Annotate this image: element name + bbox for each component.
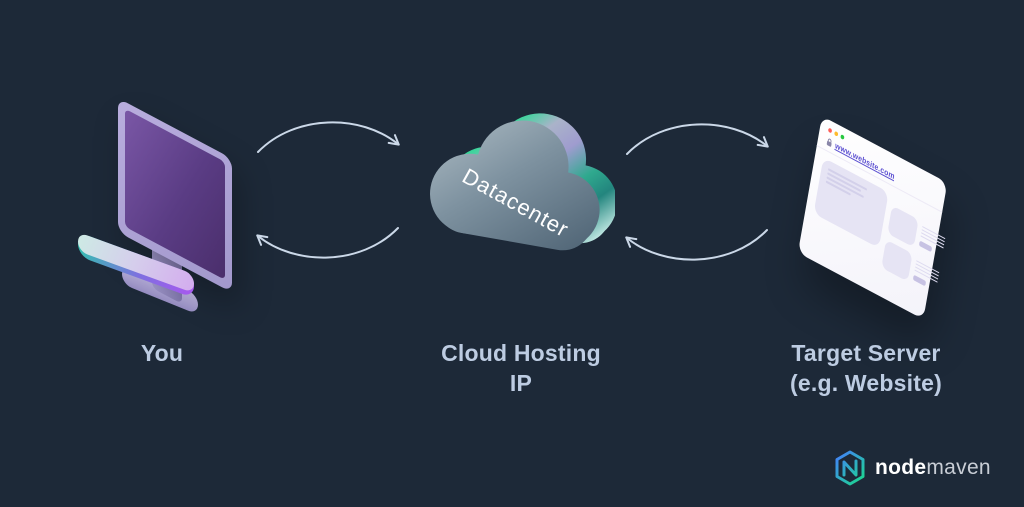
nodemaven-logo-icon xyxy=(835,450,865,486)
cloud-illustration: Datacenter xyxy=(420,106,618,291)
arrow-backward xyxy=(256,227,399,259)
lock-icon xyxy=(826,138,832,147)
address-bar: www.website.com xyxy=(826,136,937,204)
brand-name-bold: node xyxy=(875,456,927,479)
bidirectional-arrows-you-cloud xyxy=(256,121,400,259)
content-rows xyxy=(881,205,946,296)
label-target-server: Target Server (e.g. Website) xyxy=(790,340,942,396)
arrow-forward xyxy=(626,123,769,155)
label-cloud-hosting-ip: Cloud Hosting IP xyxy=(441,340,601,396)
datacenter-cloud: Datacenter xyxy=(430,113,618,251)
traffic-light-green-icon xyxy=(840,134,845,141)
bidirectional-arrows-cloud-target xyxy=(625,123,769,261)
brand-name-light: maven xyxy=(926,456,991,479)
arrow-forward xyxy=(257,121,400,153)
button-placeholder xyxy=(912,275,927,287)
traffic-light-red-icon xyxy=(827,127,833,134)
browser-header: www.website.com xyxy=(816,116,948,213)
arrow-backward xyxy=(625,229,768,261)
browser-window-illustration: www.website.com xyxy=(797,116,948,320)
computer-illustration xyxy=(78,96,264,315)
image-placeholder-block xyxy=(881,239,913,282)
image-placeholder-block xyxy=(887,205,919,248)
nodemaven-logo: nodemaven xyxy=(834,450,991,486)
button-placeholder xyxy=(918,240,933,253)
label-you: You xyxy=(140,340,184,366)
traffic-light-yellow-icon xyxy=(834,130,839,137)
cloud-face xyxy=(430,120,600,251)
